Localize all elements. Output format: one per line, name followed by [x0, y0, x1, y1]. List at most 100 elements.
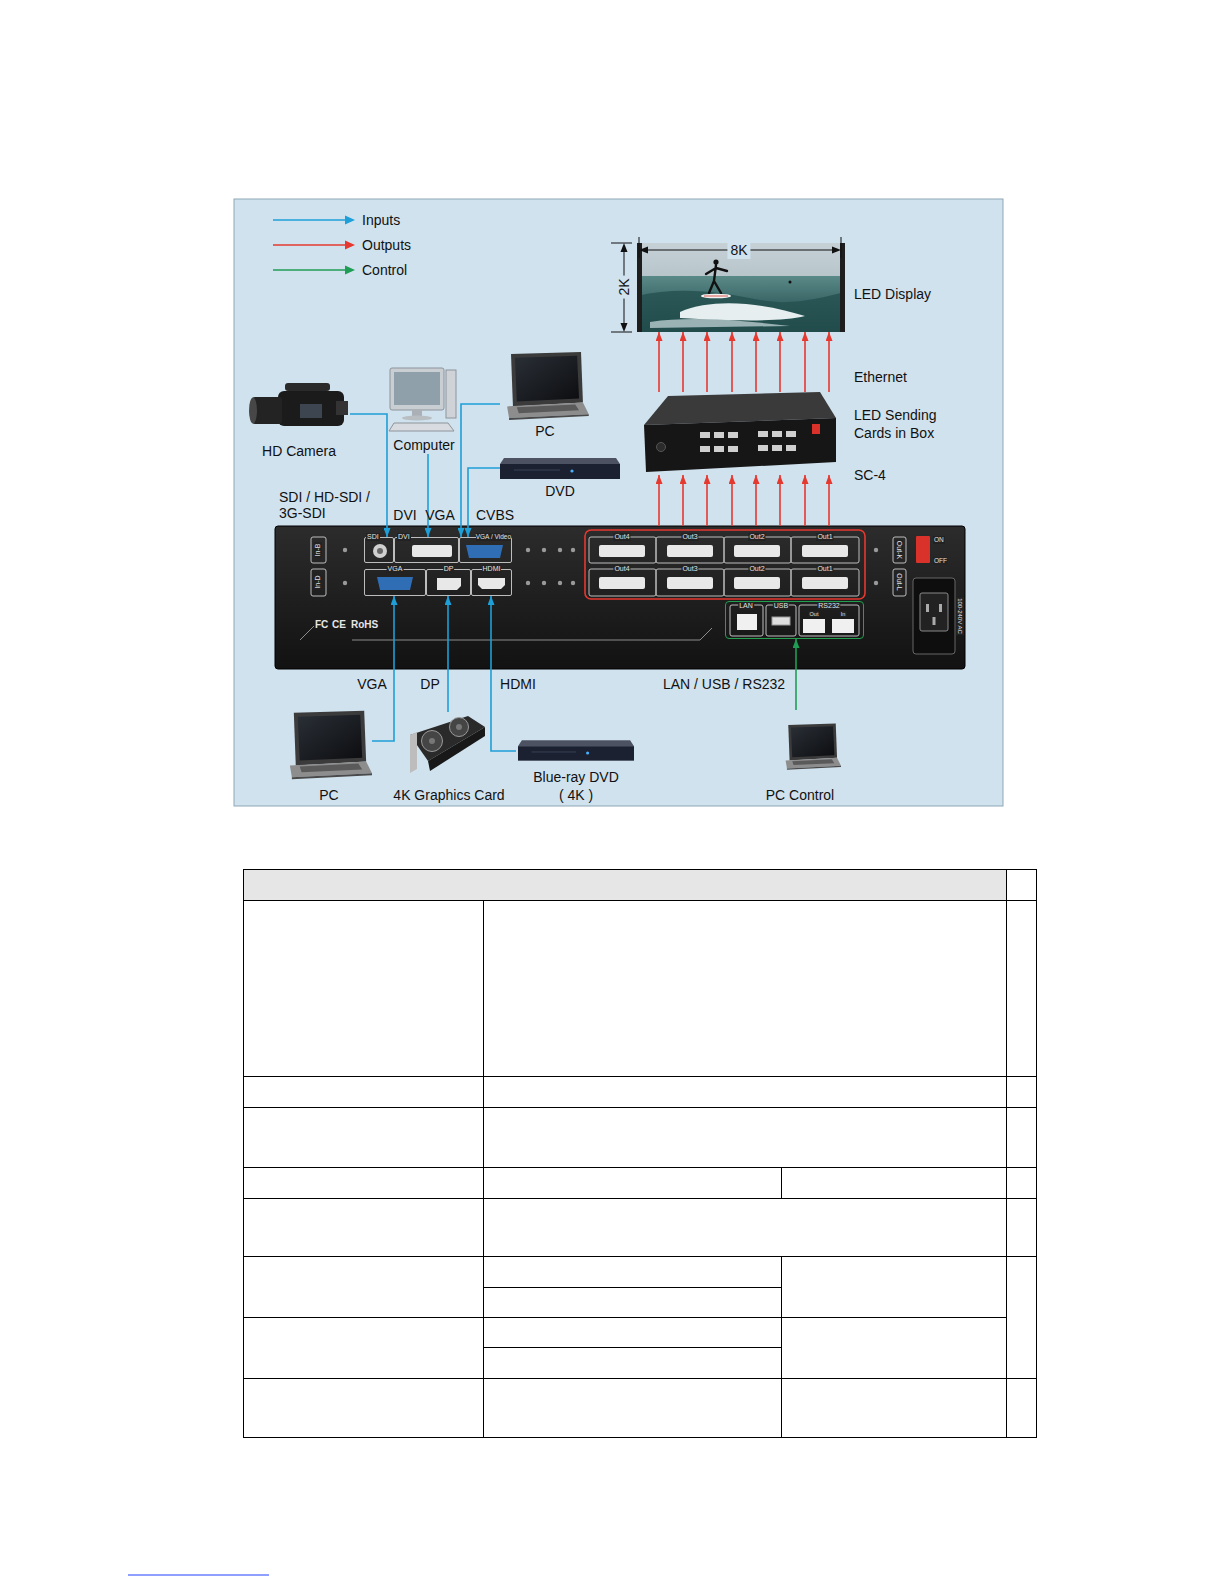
port-caption: VGA / Video [476, 533, 511, 541]
processor-panel [734, 577, 780, 589]
processor-panel [275, 526, 965, 669]
port-caption: Out4 [613, 565, 630, 573]
processor-panel [373, 544, 387, 558]
legend-arrow [273, 244, 347, 246]
dimension-line [841, 237, 842, 258]
sending-box-image [714, 446, 724, 452]
processor-panel [558, 581, 562, 585]
processor-panel [275, 526, 965, 669]
output-arrow [731, 332, 733, 392]
port-caption: SDI [366, 533, 380, 541]
dvd-player-image [518, 740, 634, 760]
port-caption: Out3 [681, 565, 698, 573]
signal-label: VGA [357, 676, 387, 692]
legend-arrow [273, 216, 355, 275]
port-caption: LAN [738, 602, 754, 610]
processor-panel [478, 578, 505, 589]
dvd-player: DVD [500, 456, 620, 500]
legend-arrow [345, 266, 355, 275]
computer-image [402, 416, 432, 421]
camera-image [300, 404, 322, 418]
camera-image [285, 383, 330, 391]
processor-panel [589, 569, 656, 596]
dimension-arrowhead [832, 247, 841, 254]
port-caption: VGA [387, 565, 404, 573]
spec-table [244, 870, 1037, 1438]
processor-panel [893, 537, 906, 563]
output-arrow [706, 475, 708, 526]
input-arrow [427, 454, 429, 537]
processor-panel [772, 617, 790, 625]
processor-panel [542, 581, 546, 585]
sending-box-image [772, 431, 782, 437]
legend-arrow [273, 219, 347, 221]
spec-table [1006, 869, 1007, 1438]
sending-box-image [758, 431, 768, 437]
input-port: SDI [364, 537, 394, 563]
led-screen-image [701, 294, 731, 299]
input-port: DP [426, 569, 471, 596]
cert-logo: RoHS [351, 619, 378, 631]
device-label: DVD [545, 482, 575, 500]
device-label: Blue-ray DVD ( 4K ) [531, 768, 621, 804]
dimension-line [611, 237, 841, 332]
graphics-card-image [428, 727, 485, 771]
processor-panel [589, 537, 859, 596]
spec-table [243, 1317, 1007, 1318]
legend-text: Control [362, 261, 407, 279]
link-underline [128, 1575, 269, 1576]
output-arrow [682, 332, 684, 392]
device-label: PC [535, 422, 554, 440]
processor-panel [343, 548, 347, 552]
spec-table [483, 1287, 782, 1288]
port-caption: Out2 [748, 533, 765, 541]
processor-panel [599, 545, 848, 589]
control-ports: LANUSBRS232 [725, 601, 864, 639]
link-label: Ethernet [854, 368, 907, 386]
graphics-card-image [429, 738, 435, 744]
graphics-card: 4K Graphics Card [386, 712, 512, 804]
processor-panel [916, 536, 930, 563]
signal-label: LAN / USB / RS232 [663, 676, 785, 692]
output-arrow [706, 332, 708, 392]
processor-panel [377, 577, 413, 590]
cert-logo: FC [315, 619, 328, 631]
graphics-card-image [422, 731, 443, 752]
laptop-pc: PC [500, 348, 590, 440]
laptop-image [786, 724, 841, 770]
processor-panel [526, 548, 530, 552]
signal-label: VGA [425, 507, 455, 523]
sending-card-box: LED Sending Cards in BoxSC-4 [641, 392, 833, 475]
port-caption: DP [443, 565, 455, 573]
signal-label: HDMI [500, 676, 536, 692]
spec-table [243, 869, 1037, 1438]
processor-panel [343, 581, 347, 585]
spec-table [483, 900, 484, 1438]
processor-panel [667, 577, 713, 589]
dimension-arrowhead [621, 243, 628, 252]
legend-text: Outputs [362, 236, 411, 254]
graphics-card-image [410, 732, 417, 773]
legend-arrow [345, 216, 355, 225]
processor-panel [933, 617, 936, 625]
led-screen-image [789, 281, 792, 284]
spec-table [243, 1378, 1037, 1379]
slot-label: Out-K [895, 540, 903, 560]
processor-panel [599, 545, 645, 557]
spec-table [243, 1167, 1037, 1168]
input-port: DVI [394, 537, 459, 563]
sending-box-image [728, 446, 738, 452]
output-arrow [804, 475, 806, 526]
processor-panel [874, 548, 878, 552]
input-arrow [372, 596, 394, 741]
computer-image [446, 370, 456, 418]
output-arrow [755, 475, 757, 526]
input-port: HDMI [471, 569, 512, 596]
computer-image [389, 368, 456, 431]
connector-group [350, 332, 829, 751]
dimension-label: 2K [615, 275, 633, 298]
device-label: 4K Graphics Card [393, 786, 504, 804]
processor-panel [874, 581, 878, 585]
port-caption: Out1 [816, 565, 833, 573]
